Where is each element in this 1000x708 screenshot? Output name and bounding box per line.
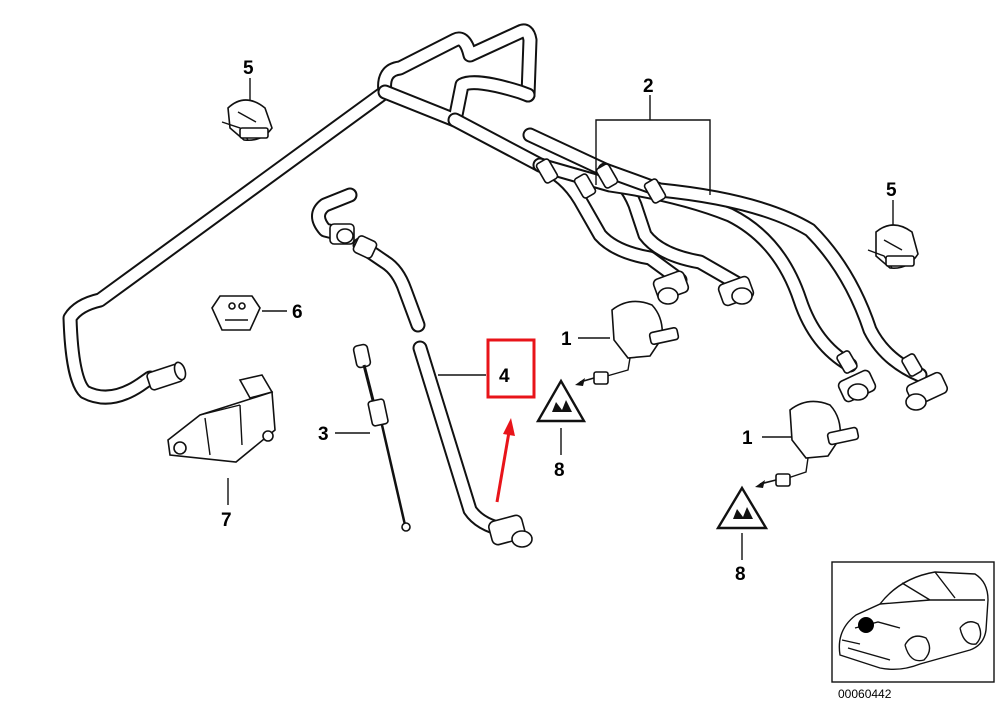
- diagram-number: 00060442: [838, 687, 892, 701]
- locator-dot: [858, 617, 874, 633]
- car-locator-icon: [831, 561, 995, 683]
- callout-2: 2: [643, 76, 654, 97]
- warning-triangle-icon: [715, 485, 769, 530]
- callout-5-right: 5: [886, 180, 897, 201]
- sensor-rod-part-3: [352, 343, 411, 532]
- leader-lines: [227, 78, 894, 560]
- washer-nozzle-icon: [755, 400, 860, 488]
- hose-clip-right: [867, 224, 919, 270]
- highlight-annotation: [486, 338, 536, 503]
- bracket-part-7: [167, 374, 276, 463]
- callout-3: 3: [318, 424, 329, 445]
- callout-8-upper: 8: [554, 460, 565, 481]
- callout-1-upper: 1: [561, 329, 572, 350]
- hose-part-4: [352, 235, 533, 548]
- elbow-hose: [311, 187, 358, 245]
- callout-5-upper: 5: [243, 58, 254, 79]
- callout-1-lower: 1: [742, 428, 753, 449]
- highlight-arrowhead: [503, 418, 515, 436]
- main-hose-loop: [62, 23, 538, 405]
- washer-nozzle-icon: [575, 300, 680, 386]
- retainer-clip-part-6: [211, 295, 261, 331]
- highlight-arrow: [495, 431, 511, 503]
- highlight-box: [486, 338, 536, 399]
- branch-hoses: [447, 112, 949, 411]
- warning-triangle-icon: [535, 378, 587, 423]
- callout-6: 6: [292, 302, 303, 323]
- hose-clip-upper: [221, 99, 273, 142]
- callout-8-lower: 8: [735, 564, 746, 585]
- callout-4: 4: [499, 366, 510, 387]
- callout-7: 7: [221, 510, 232, 531]
